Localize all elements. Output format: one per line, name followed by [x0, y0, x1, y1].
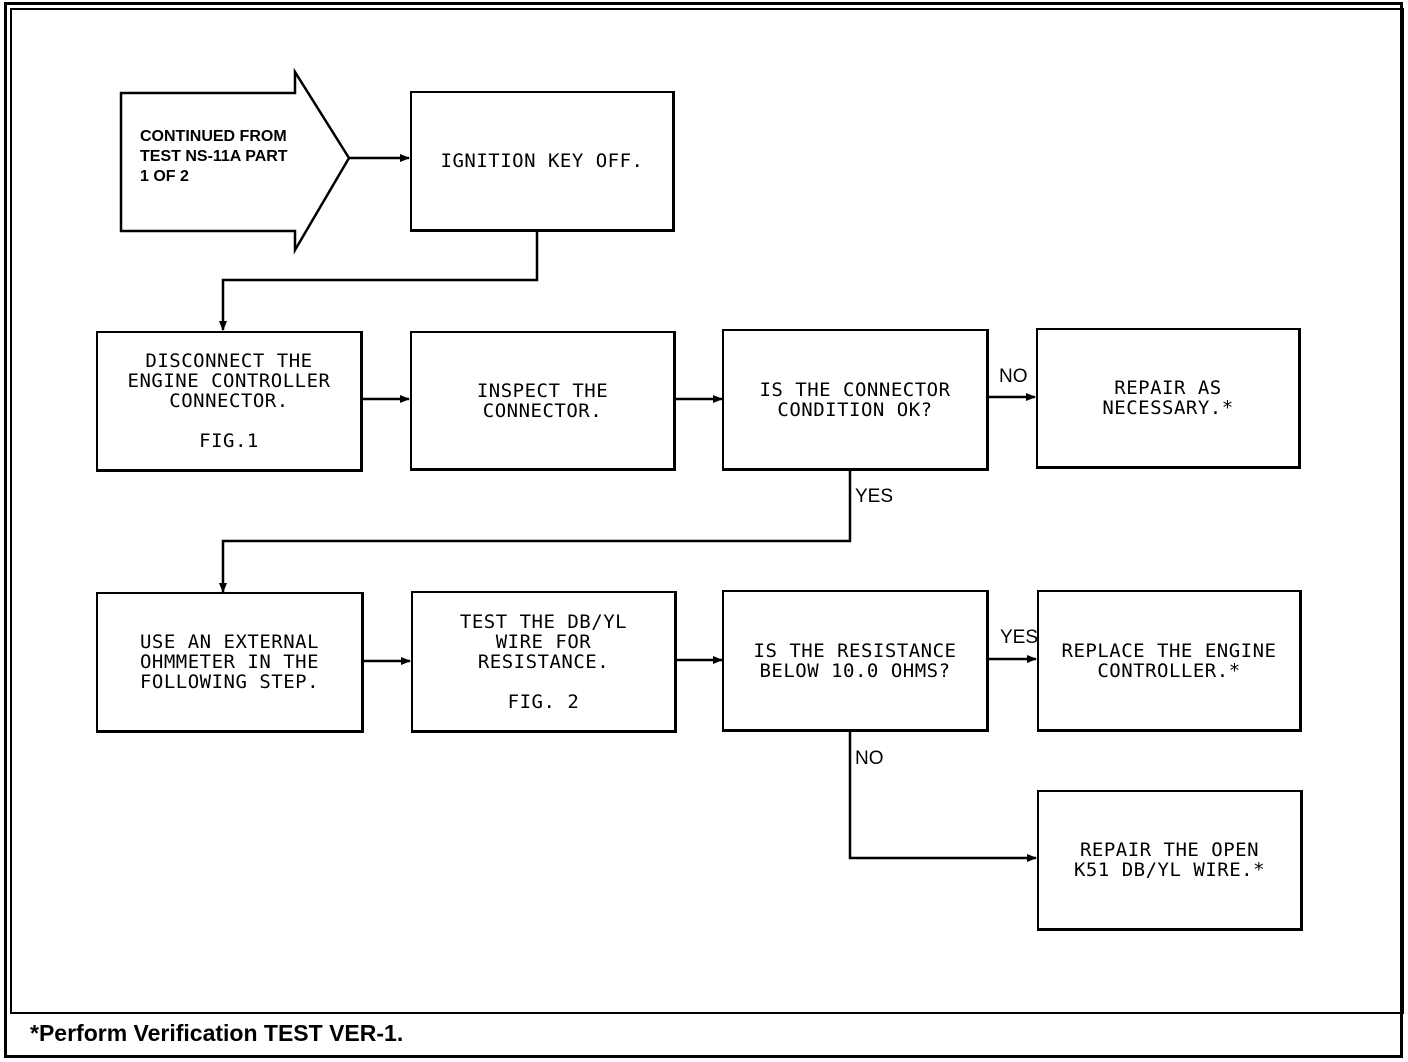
step-text: REPAIR AS NECESSARY.*: [1102, 377, 1234, 419]
decision-text: IS THE RESISTANCE BELOW 10.0 OHMS?: [753, 639, 957, 682]
step-test-wire-resistance: TEST THE DB/YL WIRE FOR RESISTANCE. FIG.…: [411, 591, 677, 733]
start-continued-text: CONTINUED FROM TEST NS-11A PART 1 OF 2: [140, 128, 288, 185]
edge-label-resistance-yes: YES: [1000, 627, 1039, 648]
step-text: USE AN EXTERNAL OHMMETER IN THE FOLLOWIN…: [139, 631, 320, 693]
step-text: IGNITION KEY OFF.: [440, 150, 644, 172]
edge-label-resistance-no: NO: [855, 748, 884, 769]
step-text: REPAIR THE OPEN K51 DB/YL WIRE.*: [1073, 839, 1266, 881]
outer-frame: [4, 2, 1403, 1058]
step-use-ohmmeter: USE AN EXTERNAL OHMMETER IN THE FOLLOWIN…: [96, 592, 364, 733]
step-ignition-key-off: IGNITION KEY OFF.: [410, 91, 675, 232]
edge-ignition-to-disconnect: [219, 231, 539, 331]
step-repair-open-wire: REPAIR THE OPEN K51 DB/YL WIRE.*: [1037, 790, 1303, 931]
figure-ref: FIG.1: [199, 430, 259, 452]
edge-label-connector-yes: YES: [855, 486, 894, 507]
decision-text: IS THE CONNECTOR CONDITION OK?: [759, 378, 951, 421]
step-repair-as-necessary: REPAIR AS NECESSARY.*: [1036, 328, 1301, 469]
step-text: TEST THE DB/YL WIRE FOR RESISTANCE.: [459, 610, 628, 673]
figure-ref: FIG. 2: [507, 690, 580, 713]
step-replace-controller: REPLACE THE ENGINE CONTROLLER.*: [1037, 590, 1302, 732]
decision-connector-ok: IS THE CONNECTOR CONDITION OK?: [722, 329, 989, 471]
edge-question-yes: [219, 469, 852, 593]
step-text: INSPECT THE CONNECTOR.: [476, 379, 609, 422]
step-text: DISCONNECT THE ENGINE CONTROLLER CONNECT…: [127, 350, 331, 412]
step-text: REPLACE THE ENGINE CONTROLLER.*: [1061, 639, 1277, 682]
footer-divider: [10, 1012, 1404, 1014]
start-arrow-shape: [119, 67, 351, 255]
step-inspect-connector: INSPECT THE CONNECTOR.: [410, 331, 676, 471]
decision-resistance-below: IS THE RESISTANCE BELOW 10.0 OHMS?: [722, 590, 989, 732]
step-disconnect-connector: DISCONNECT THE ENGINE CONTROLLER CONNECT…: [96, 331, 363, 472]
footnote: *Perform Verification TEST VER-1.: [30, 1020, 404, 1046]
edge-resistance-no: [848, 730, 1037, 862]
edge-label-connector-no: NO: [999, 366, 1028, 387]
